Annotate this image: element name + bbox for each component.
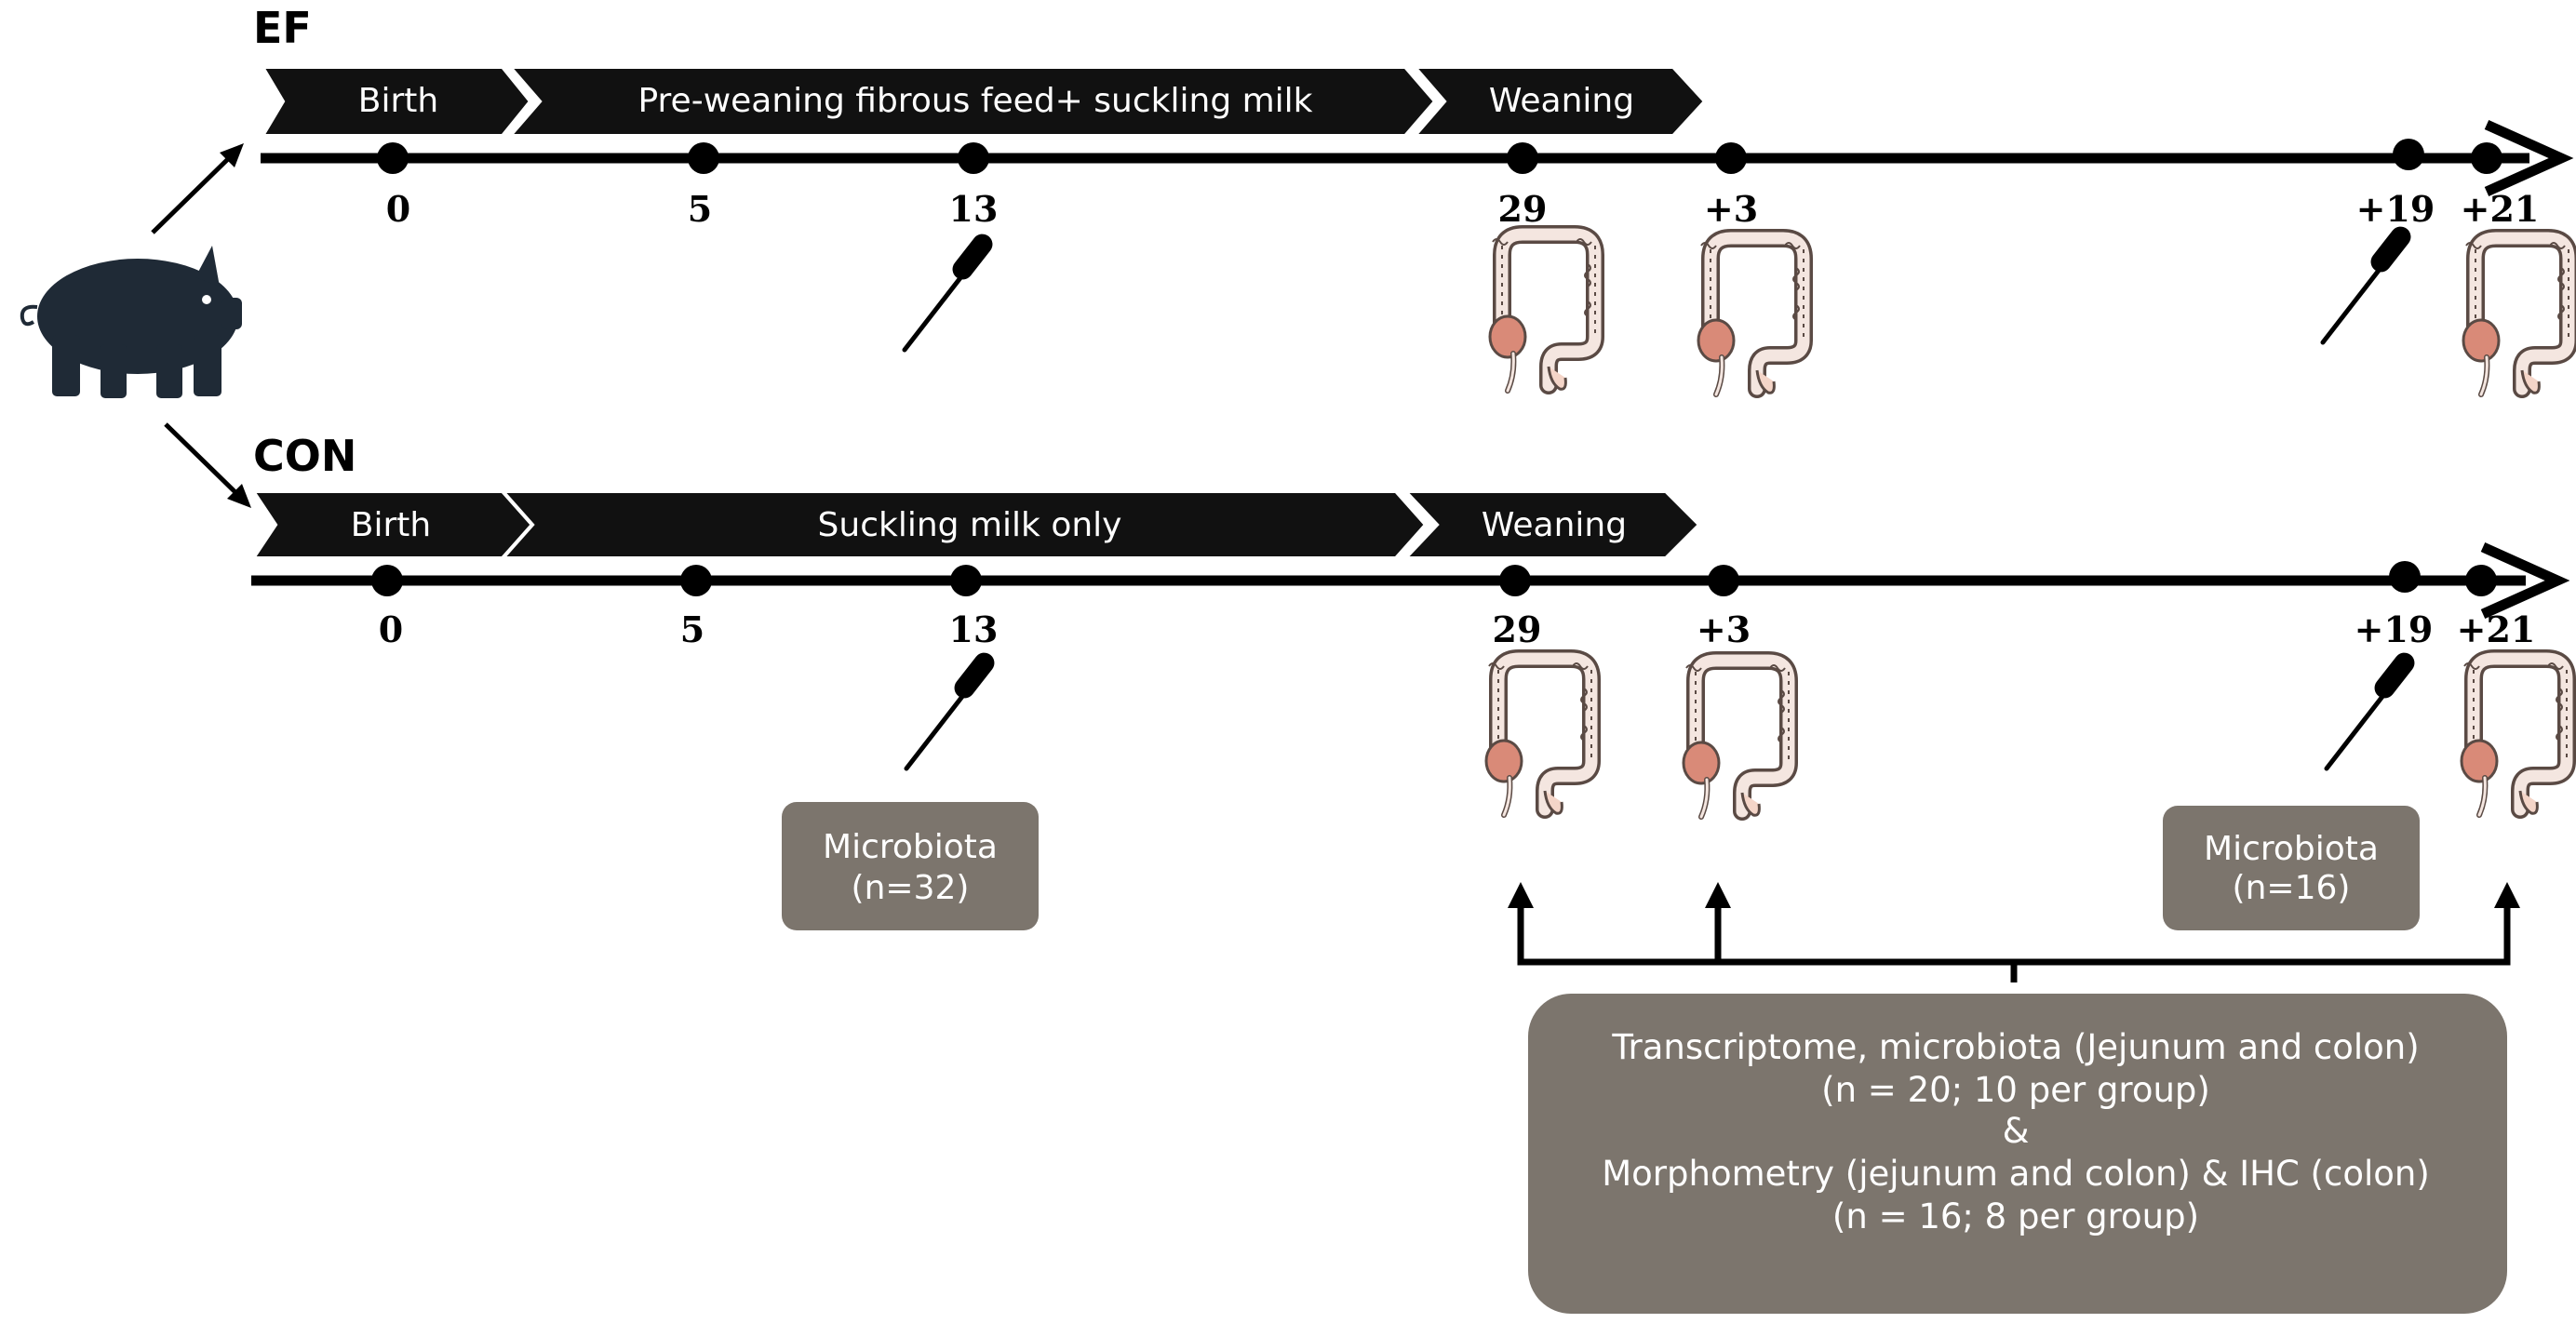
tick-label: 29 bbox=[1498, 188, 1548, 230]
phase-weaning bbox=[1410, 65, 1708, 138]
summary-line: Transcriptome, microbiota (Jejunum and c… bbox=[1611, 1027, 2419, 1067]
time-point bbox=[2393, 139, 2424, 170]
microbiota-box-early: Microbiota (n=32) bbox=[782, 802, 1039, 930]
tick-labels: 0 5 13 29 +3 +19 +21 bbox=[379, 608, 2536, 650]
swab-icon bbox=[2327, 648, 2419, 768]
time-point bbox=[1708, 565, 1739, 596]
time-point bbox=[1507, 142, 1538, 174]
analysis-summary-box: Transcriptome, microbiota (Jejunum and c… bbox=[1528, 994, 2507, 1314]
box-line: Microbiota bbox=[823, 828, 998, 866]
phase-label: Pre-weaning fibrous feed+ suckling milk bbox=[637, 82, 1312, 120]
tick-label: 5 bbox=[680, 608, 704, 650]
up-arrow bbox=[2494, 882, 2520, 908]
time-point bbox=[2389, 561, 2421, 593]
time-point bbox=[1715, 142, 1747, 174]
tick-label: +19 bbox=[2355, 608, 2434, 650]
tick-label: +19 bbox=[2356, 188, 2435, 230]
time-point bbox=[371, 565, 403, 596]
intestine-icon bbox=[2453, 659, 2576, 815]
pig-icon bbox=[20, 246, 242, 398]
time-point bbox=[377, 142, 409, 174]
summary-line: Morphometry (jejunum and colon) & IHC (c… bbox=[1602, 1154, 2430, 1194]
con-phase-bar: Birth Suckling milk only Weaning bbox=[249, 489, 1702, 560]
up-arrow bbox=[1705, 882, 1731, 908]
tick-label: 5 bbox=[688, 188, 712, 230]
tick-labels: 0 5 13 29 +3 +19 +21 bbox=[386, 188, 2540, 230]
tick-label: 0 bbox=[386, 188, 410, 230]
summary-line: (n = 20; 10 per group) bbox=[1821, 1070, 2210, 1110]
time-point bbox=[950, 565, 982, 596]
ef-phase-bar: Birth Pre-weaning fibrous feed+ suckling… bbox=[259, 65, 1708, 138]
tick-label: 13 bbox=[949, 608, 999, 650]
phase-suckling bbox=[498, 489, 1429, 560]
phase-label: Birth bbox=[351, 506, 431, 544]
arrow-to-ef bbox=[151, 143, 244, 234]
timeline-markers bbox=[371, 561, 2497, 596]
time-point bbox=[2471, 142, 2502, 174]
time-point bbox=[680, 565, 712, 596]
timeline-arrowhead bbox=[2480, 541, 2570, 620]
intestine-icon bbox=[1482, 234, 1616, 391]
time-point bbox=[1499, 565, 1531, 596]
swab-icon bbox=[906, 648, 999, 768]
group-label-ef: EF bbox=[253, 3, 312, 53]
time-point bbox=[958, 142, 989, 174]
swab-icon bbox=[2323, 222, 2415, 342]
time-point bbox=[2465, 565, 2497, 596]
box-line: Microbiota bbox=[2204, 830, 2379, 868]
con-timeline: CON Birth Suckling milk only Weaning 0 5… bbox=[249, 431, 2576, 817]
up-arrow bbox=[1508, 882, 1534, 908]
timeline-arrowhead bbox=[2484, 119, 2574, 197]
phase-label: Weaning bbox=[1482, 506, 1627, 544]
summary-line: & bbox=[2003, 1111, 2030, 1151]
tick-label: +3 bbox=[1697, 608, 1751, 650]
tick-label: +21 bbox=[2461, 188, 2540, 230]
summary-line: (n = 16; 8 per group) bbox=[1832, 1196, 2199, 1236]
box-line: (n=16) bbox=[2233, 869, 2351, 907]
ef-timeline: EF Birth Pre-weaning fibrous feed+ suckl… bbox=[253, 3, 2576, 394]
time-point bbox=[688, 142, 719, 174]
tick-label: 0 bbox=[379, 608, 403, 650]
swab-icon bbox=[905, 230, 997, 350]
intestine-icon bbox=[1690, 238, 1824, 394]
timeline-markers bbox=[377, 139, 2502, 174]
tick-label: +21 bbox=[2457, 608, 2536, 650]
phase-label: Suckling milk only bbox=[818, 506, 1122, 544]
microbiota-box-late: Microbiota (n=16) bbox=[2163, 806, 2420, 930]
intestine-icon bbox=[2455, 238, 2576, 394]
phase-preweaning bbox=[505, 65, 1438, 138]
intestine-icon bbox=[1478, 659, 1612, 815]
arrow-to-con bbox=[164, 422, 251, 508]
tick-label: +3 bbox=[1704, 188, 1758, 230]
phase-label: Birth bbox=[358, 82, 438, 120]
intestine-icon bbox=[1675, 661, 1809, 817]
tick-label: 13 bbox=[949, 188, 999, 230]
tick-label: 29 bbox=[1493, 608, 1542, 650]
box-line: (n=32) bbox=[852, 869, 970, 907]
sampling-bracket bbox=[1508, 882, 2520, 982]
group-label-con: CON bbox=[253, 431, 356, 481]
phase-birth bbox=[259, 65, 533, 138]
phase-weaning bbox=[1401, 489, 1702, 560]
phase-label: Weaning bbox=[1489, 82, 1634, 120]
